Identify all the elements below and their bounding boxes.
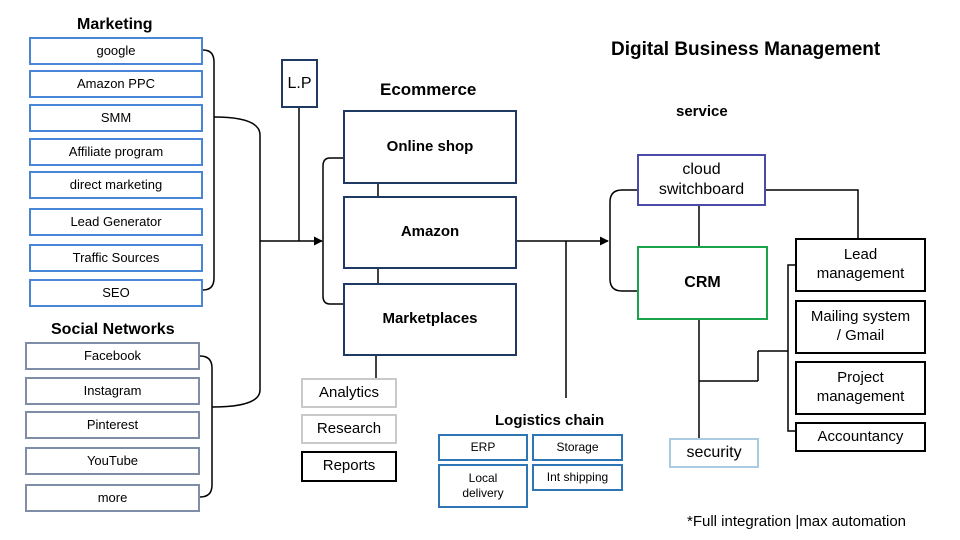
ecommerce-bracket	[322, 157, 343, 305]
social-bracket	[199, 355, 213, 498]
ecommerce-marketplaces: Marketplaces	[343, 283, 517, 356]
social-item-instagram: Instagram	[25, 377, 200, 405]
marketing-item-smm: SMM	[29, 104, 203, 132]
lead-management-box: Lead management	[795, 238, 926, 292]
analytics-box: Analytics	[301, 378, 397, 408]
cloud-lead-link	[766, 189, 859, 238]
marketing-item-lead-generator: Lead Generator	[29, 208, 203, 236]
marketing-item-seo: SEO	[29, 279, 203, 307]
service-bracket	[609, 189, 637, 292]
marketing-item-amazon-ppc: Amazon PPC	[29, 70, 203, 98]
logistics-erp: ERP	[438, 434, 528, 461]
social-item-more: more	[25, 484, 200, 512]
marketing-item-google: google	[29, 37, 203, 65]
crm-box: CRM	[637, 246, 768, 320]
social-item-pinterest: Pinterest	[25, 411, 200, 439]
logistics-local-delivery: Local delivery	[438, 464, 528, 508]
marketing-item-affiliate-program: Affiliate program	[29, 138, 203, 166]
marketing-item-direct-marketing: direct marketing	[29, 171, 203, 199]
research-box: Research	[301, 414, 397, 444]
social-link	[211, 389, 261, 408]
right-bracket	[787, 264, 795, 432]
logistics-storage: Storage	[532, 434, 623, 461]
social-heading: Social Networks	[51, 321, 175, 338]
security-box: security	[669, 438, 759, 468]
footnote: *Full integration |max automation	[687, 513, 907, 530]
marketing-bracket	[202, 49, 215, 291]
mailing-system-box: Mailing system / Gmail	[795, 300, 926, 354]
service-heading: service	[676, 103, 728, 120]
marketing-link	[213, 116, 261, 136]
cloud-switchboard-box: cloud switchboard	[637, 154, 766, 206]
ecommerce-amazon: Amazon	[343, 196, 517, 269]
reports-box: Reports	[301, 451, 397, 482]
marketing-heading: Marketing	[77, 16, 153, 33]
logistics-heading: Logistics chain	[495, 412, 605, 429]
page-title: Digital Business Management	[611, 39, 881, 60]
social-item-youtube: YouTube	[25, 447, 200, 475]
ecommerce-heading: Ecommerce	[380, 80, 477, 99]
ecommerce-online-shop: Online shop	[343, 110, 517, 184]
project-management-box: Project management	[795, 361, 926, 415]
accountancy-box: Accountancy	[795, 422, 926, 452]
marketing-item-traffic-sources: Traffic Sources	[29, 244, 203, 272]
logistics-int-shipping: Int shipping	[532, 464, 623, 491]
lp-box: L.P	[281, 59, 318, 108]
social-item-facebook: Facebook	[25, 342, 200, 370]
